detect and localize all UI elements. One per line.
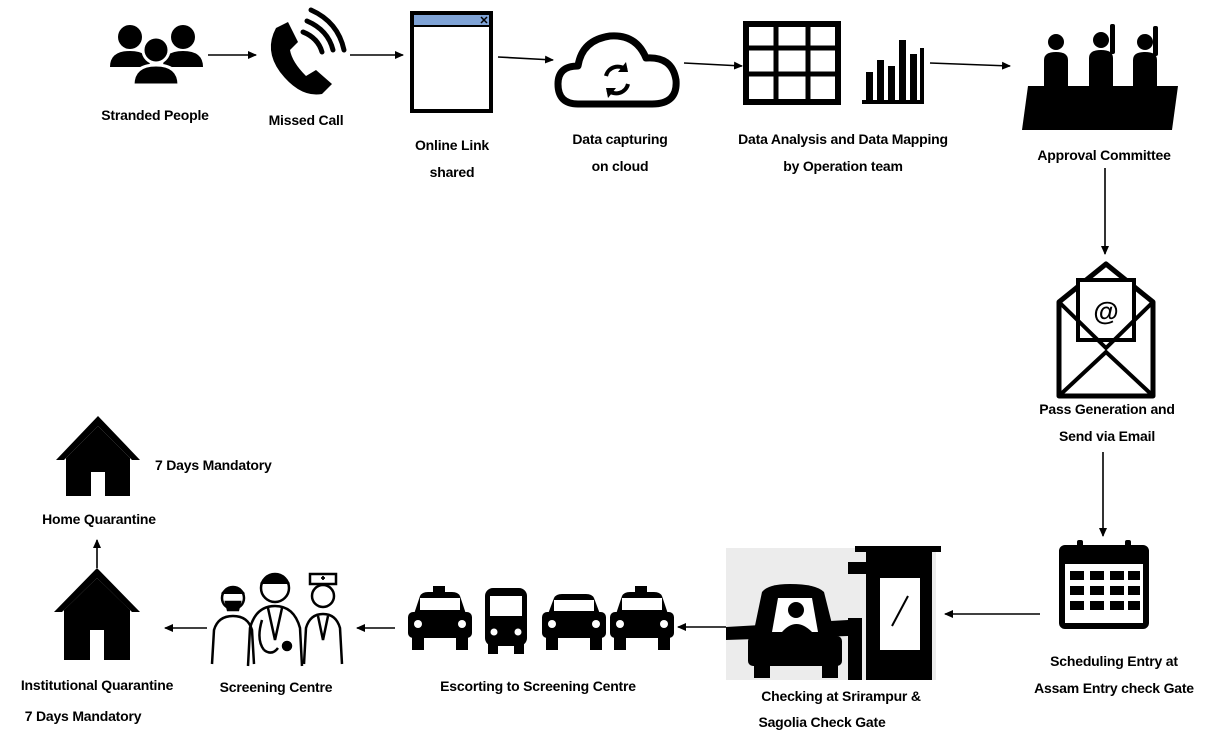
cloud-sync-icon bbox=[554, 32, 680, 108]
label-checking-line1: Checking at Srirampur & bbox=[761, 688, 921, 704]
label-stranded-people: Stranded People bbox=[101, 107, 209, 123]
label-institutional-line1: Institutional Quarantine bbox=[20, 677, 174, 693]
label-missed-call: Missed Call bbox=[268, 112, 344, 128]
car-icon bbox=[542, 594, 606, 650]
bus-icon bbox=[485, 588, 527, 654]
label-home-quarantine: Home Quarantine bbox=[42, 511, 156, 527]
taxi-icon bbox=[408, 586, 472, 650]
label-approval-committee: Approval Committee bbox=[1037, 147, 1171, 163]
arrow-cloud-to-table bbox=[683, 61, 743, 70]
label-data-analysis-line2: by Operation team bbox=[783, 158, 903, 174]
vehicles-icon bbox=[408, 586, 674, 654]
phone-ringing-icon bbox=[270, 7, 347, 95]
calendar-icon bbox=[1059, 540, 1149, 629]
label-scheduling-line2: Assam Entry check Gate bbox=[1034, 680, 1194, 696]
label-online-link-line1: Online Link bbox=[414, 137, 490, 153]
label-scheduling-line1: Scheduling Entry at bbox=[1050, 653, 1178, 669]
label-pass-generation-line2: Send via Email bbox=[1058, 428, 1156, 444]
bar-chart-icon bbox=[862, 40, 924, 104]
label-escorting: Escorting to Screening Centre bbox=[440, 678, 636, 694]
taxi-icon bbox=[610, 586, 674, 650]
people-group-icon bbox=[110, 25, 203, 87]
check-gate-icon bbox=[726, 546, 941, 680]
arrow-chart-to-committee bbox=[929, 61, 1011, 70]
label-data-capturing-line2: on cloud bbox=[591, 158, 649, 174]
committee-icon bbox=[1022, 24, 1178, 130]
label-institutional-line2: 7 Days Mandatory bbox=[24, 708, 142, 724]
label-data-capturing-line1: Data capturing bbox=[572, 131, 668, 147]
home-house-icon bbox=[56, 416, 140, 496]
label-checking-line2: Sagolia Check Gate bbox=[758, 714, 886, 730]
label-home-days: 7 Days Mandatory bbox=[155, 457, 272, 473]
arrow-link-to-cloud bbox=[497, 55, 554, 64]
email-envelope-icon: @ bbox=[1056, 261, 1156, 399]
label-screening-centre: Screening Centre bbox=[219, 679, 333, 695]
label-online-link-line2: shared bbox=[429, 164, 475, 180]
at-symbol: @ bbox=[1093, 296, 1118, 326]
browser-window-icon bbox=[410, 11, 493, 113]
label-pass-generation-line1: Pass Generation and bbox=[1039, 401, 1175, 417]
institutional-house-icon bbox=[54, 568, 140, 660]
table-grid-icon bbox=[743, 21, 841, 105]
connector-arrows bbox=[93, 51, 1109, 632]
label-data-analysis-line1: Data Analysis and Data Mapping bbox=[738, 131, 948, 147]
medical-staff-icon bbox=[210, 572, 344, 667]
